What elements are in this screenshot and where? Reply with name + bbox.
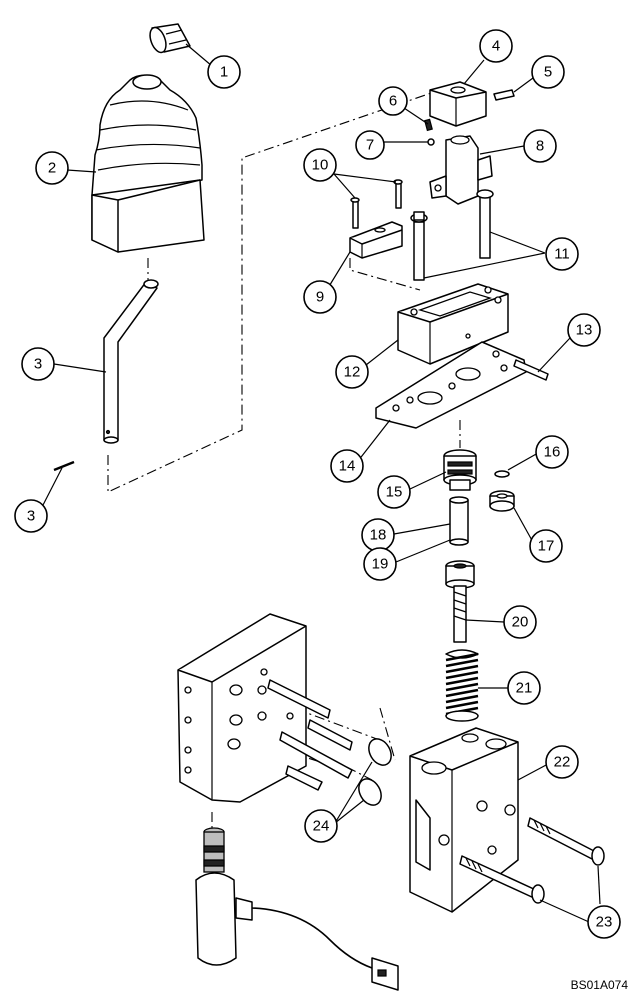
set-screw-part [424,118,433,132]
pivot-block-part [429,81,487,127]
o-rings-part [358,738,392,806]
callout-label: 15 [386,484,403,501]
callout-6: 6 [378,86,408,116]
callout-label: 8 [536,138,544,155]
pivot-pin-part [493,89,515,101]
manifold-block-part [177,613,307,803]
callout-21: 21 [507,671,541,705]
plunger-part [449,496,469,546]
callout-9: 9 [303,280,337,314]
manifold-bolts-part [267,679,353,791]
callout-5: 5 [531,55,565,89]
callout-label: 5 [544,64,552,81]
detent-ball-part [427,138,435,146]
callout-label: 3 [27,508,35,525]
valve-body-part [409,727,519,913]
seal-part [489,490,515,512]
lever-rod-part [103,279,159,444]
knob-cap-part [149,23,191,54]
callout-3-pin: 3 [14,499,48,533]
spool-part [445,560,475,643]
callout-label: 21 [516,680,533,697]
callout-label: 23 [596,914,613,931]
callout-label: 12 [344,364,361,381]
spring-part [445,649,479,722]
callout-17: 17 [529,529,563,563]
long-bolts-part [410,189,494,281]
callout-16: 16 [535,435,569,469]
callout-label: 17 [538,538,555,555]
callout-label: 6 [389,93,397,110]
snap-ring-part [494,470,510,478]
callout-label: 1 [220,64,228,81]
callout-19: 19 [363,547,397,581]
plate-rod-part [513,359,549,381]
callout-11: 11 [545,237,579,271]
callout-label: 20 [512,614,529,631]
callout-7: 7 [355,130,385,160]
roll-pin-part [53,460,75,472]
callout-8: 8 [523,129,557,163]
callout-label: 18 [370,527,387,544]
callout-18: 18 [361,518,395,552]
callout-22: 22 [545,745,579,779]
callout-label: 9 [316,289,324,306]
callout-4: 4 [479,29,513,63]
callout-3-lever: 3 [21,347,55,381]
pivot-bracket-part [429,135,493,205]
callout-label: 3 [34,356,42,373]
callout-1: 1 [207,55,241,89]
callout-label: 19 [372,556,389,573]
valve-bolts-part [459,817,605,904]
callout-label: 13 [576,322,593,339]
callout-label: 11 [554,246,570,263]
spacer-block-part [397,283,509,365]
leader-lines [41,43,601,923]
callout-10: 10 [303,148,337,182]
callout-20: 20 [503,605,537,639]
callout-label: 10 [312,157,329,174]
callout-label: 24 [313,818,330,835]
callout-15: 15 [377,475,411,509]
plunger-guide-part [443,449,477,491]
callout-13: 13 [567,313,601,347]
callout-12: 12 [335,355,369,389]
solenoid-part [195,827,399,991]
callout-14: 14 [330,449,364,483]
callout-label: 7 [366,137,374,154]
callout-label: 2 [48,160,56,177]
callout-label: 14 [339,458,356,475]
callout-23: 23 [587,905,621,939]
drawing-code: BS01A074 [570,978,628,992]
callout-label: 4 [492,38,500,55]
rubber-boot-part [91,74,205,253]
callout-label: 22 [554,754,571,771]
callout-24: 24 [304,809,338,843]
callout-label: 16 [544,444,561,461]
callout-2: 2 [35,151,69,185]
small-screws-part [350,179,403,229]
